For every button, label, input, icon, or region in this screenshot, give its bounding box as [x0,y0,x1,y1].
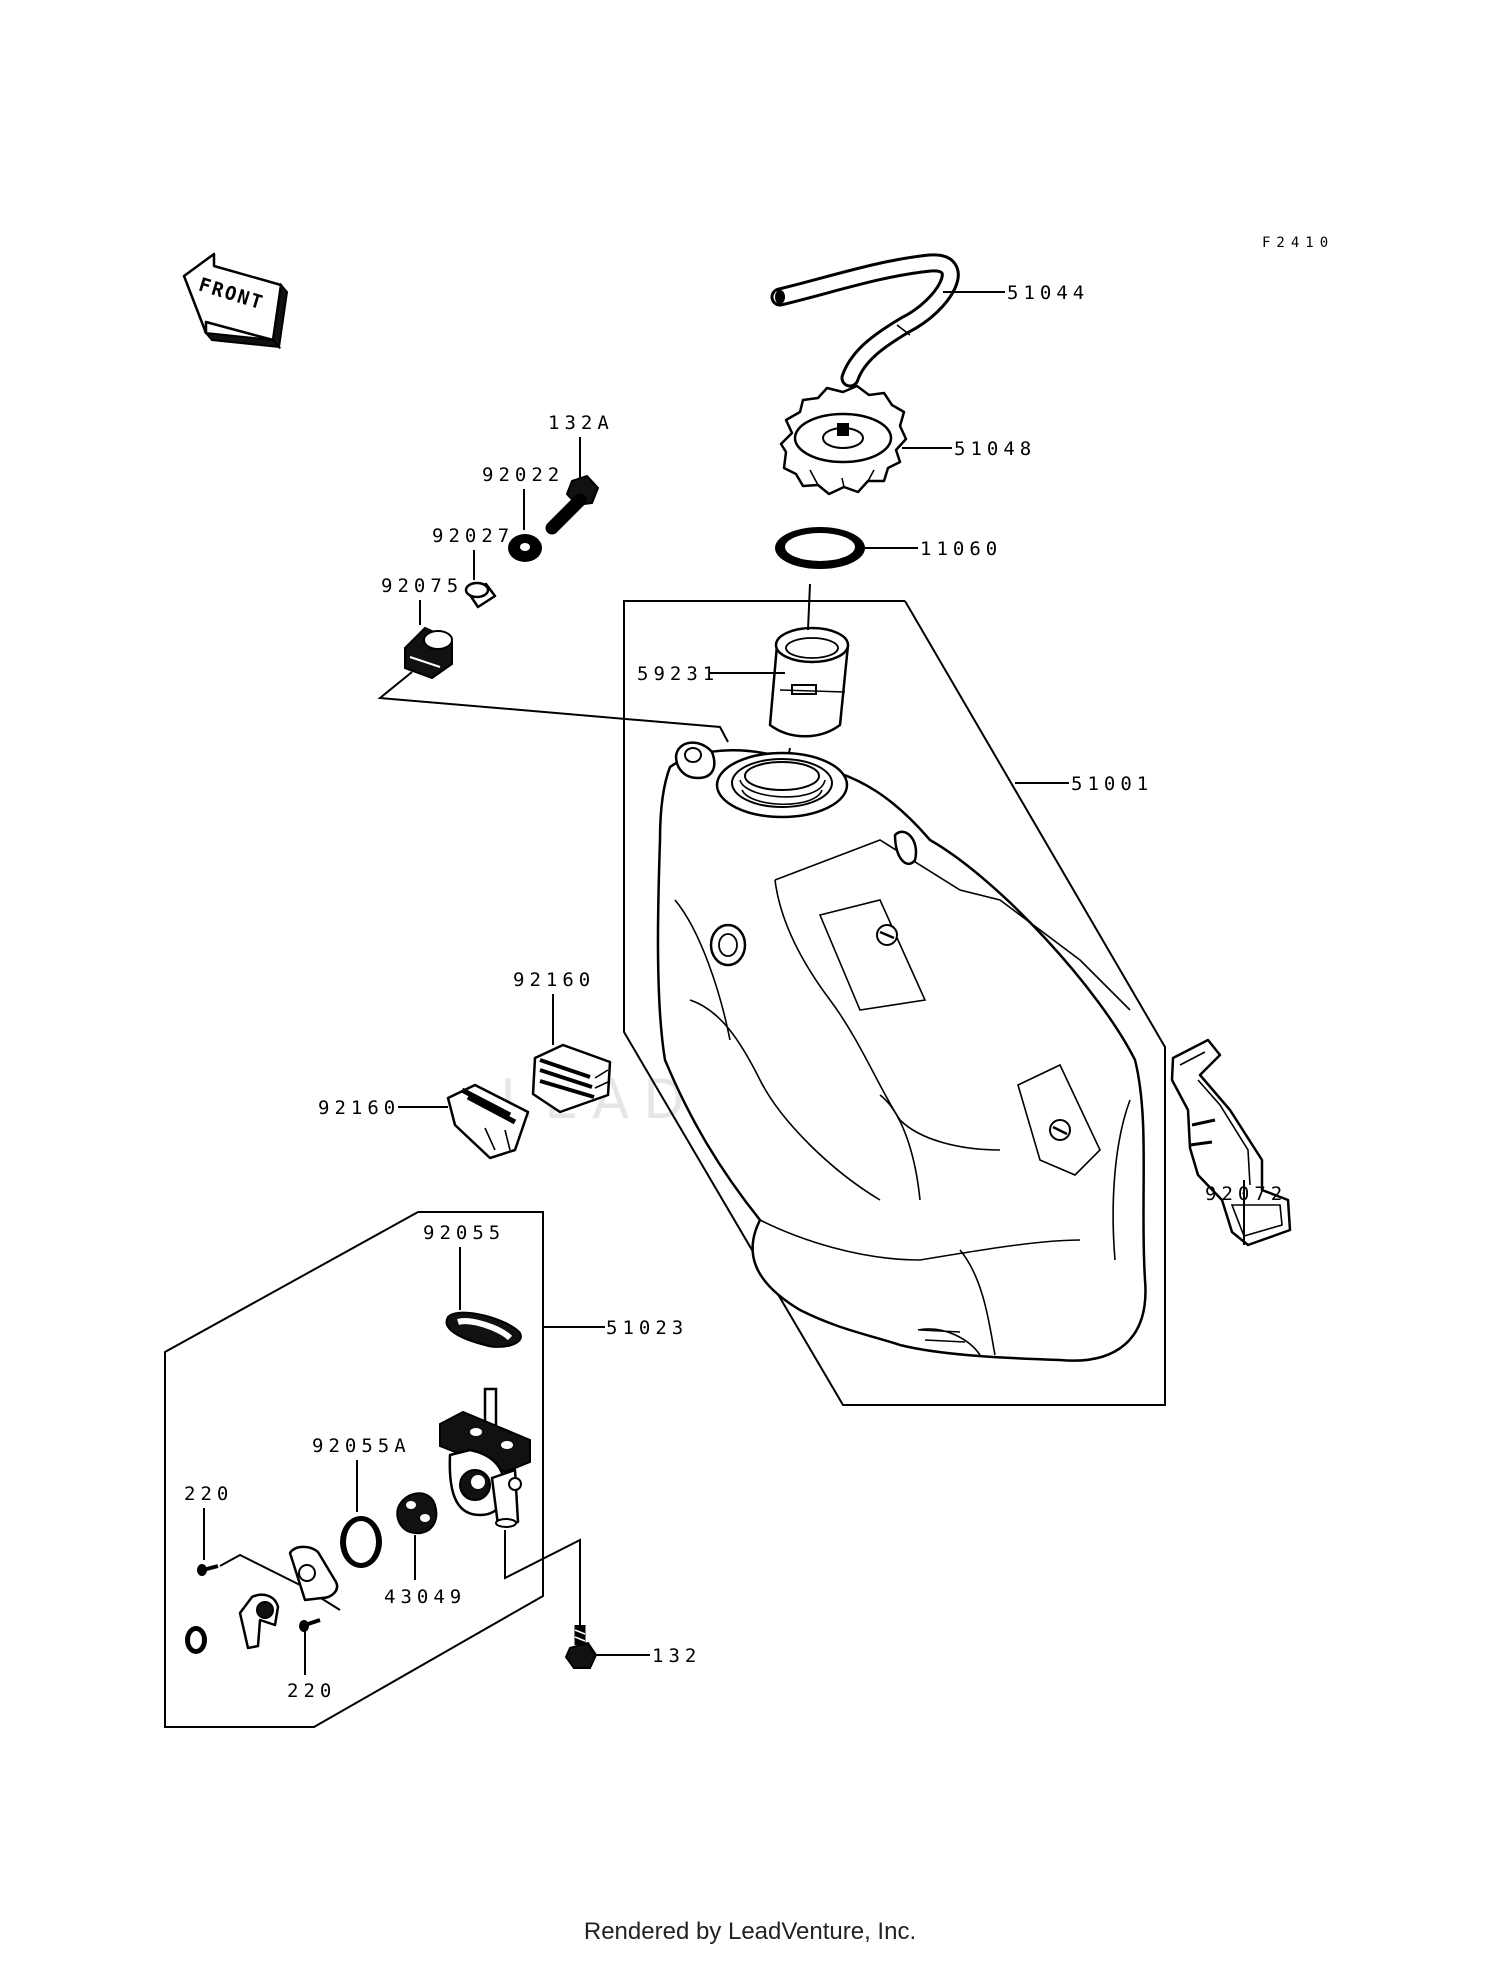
callout-51048: 51048 [954,438,1036,460]
callout-51023: 51023 [606,1317,688,1339]
diagram-code: F2410 [1262,235,1334,251]
grommet-92075[interactable] [404,626,453,680]
washer-92022[interactable] [508,534,542,562]
fuel-tank-51001[interactable] [656,741,1147,1362]
callout-132A: 132A [548,412,614,434]
gasket-43049[interactable] [396,1492,438,1535]
fuel-cap-51048[interactable] [779,384,908,496]
o-ring-small[interactable] [185,1626,207,1654]
damper-pad-92160-upper[interactable] [531,1043,612,1114]
strainer-gasket-92055[interactable] [445,1311,522,1348]
callout-92075: 92075 [381,575,463,597]
damper-pad-92160-lower[interactable] [446,1083,530,1160]
tank-strap-92072[interactable] [1170,1038,1292,1247]
callout-51044: 51044 [1007,282,1089,304]
cock-plate[interactable] [288,1545,339,1602]
callout-92055: 92055 [423,1222,505,1244]
callout-132: 132 [652,1645,701,1667]
collar-92027[interactable] [464,581,497,609]
o-ring-92055A[interactable] [340,1516,382,1568]
callout-92055A: 92055A [312,1435,411,1457]
cap-gasket-11060[interactable] [775,527,865,569]
callout-92160-top: 92160 [513,969,595,991]
callout-92022: 92022 [482,464,564,486]
fuel-filter-59231[interactable] [768,626,850,738]
footer-credit: Rendered by LeadVenture, Inc. [583,1918,917,1945]
bolt-132A[interactable] [545,474,600,535]
callout-43049: 43049 [384,1586,466,1608]
cock-lever[interactable] [238,1593,280,1650]
screw-220-upper[interactable] [197,1564,219,1576]
callout-220-top: 220 [184,1483,233,1505]
callout-11060: 11060 [920,538,1002,560]
screw-220-lower[interactable] [299,1618,321,1632]
callout-59231: 59231 [637,663,719,685]
callout-51001: 51001 [1071,773,1153,795]
bolt-132[interactable] [564,1625,598,1669]
fuel-cock-body[interactable] [439,1387,531,1528]
callout-92160-left: 92160 [318,1097,400,1119]
callout-92072: 92072 [1205,1183,1287,1205]
callout-220-bottom: 220 [287,1680,336,1702]
front-arrow-icon: FRONT [182,252,289,350]
breather-hose-51044[interactable] [770,253,960,388]
callout-92027: 92027 [432,525,514,547]
